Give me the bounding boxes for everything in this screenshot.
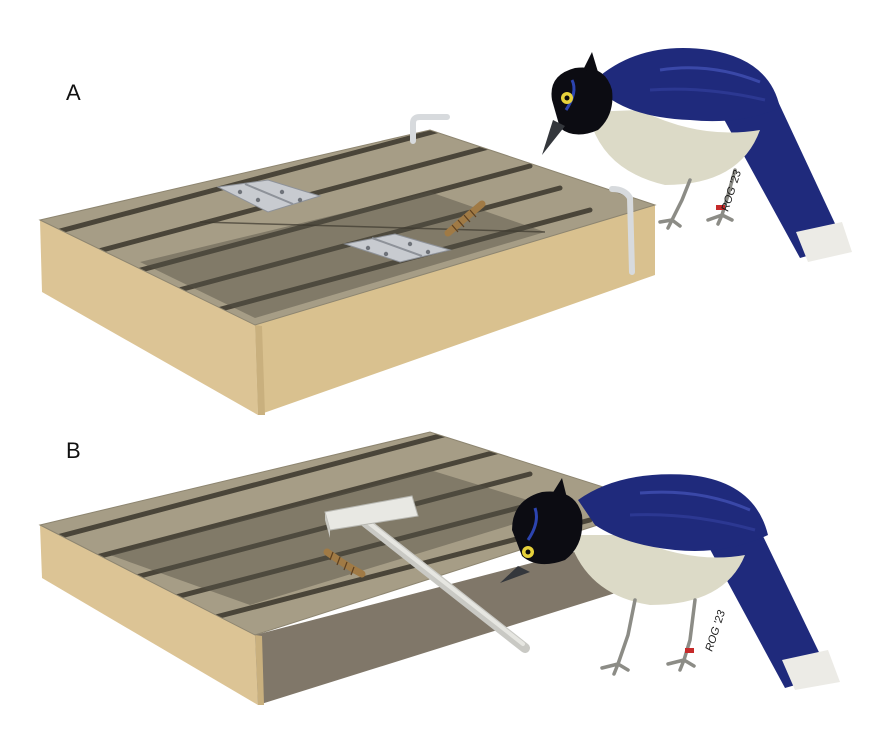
puzzle-box-b xyxy=(38,431,662,705)
artist-signature-a: ROG '23 xyxy=(719,168,744,213)
box-b-edge-shade xyxy=(255,635,264,705)
panel-label-b: B xyxy=(66,438,81,463)
jay-bird-a: ROG '23 xyxy=(542,48,852,262)
jay-a-belly xyxy=(588,110,760,185)
box-b-front-side xyxy=(255,540,625,705)
box-b-inner-pane xyxy=(110,470,560,605)
box-a-top-glass xyxy=(40,130,655,325)
panel-label-a: A xyxy=(66,80,81,105)
mealworm-b xyxy=(323,548,366,578)
mealworm-a xyxy=(444,200,486,237)
box-a-left-side xyxy=(40,220,258,415)
jay-b-beak xyxy=(500,566,530,583)
jay-b-tail-tip xyxy=(782,650,840,690)
artist-signature-b: ROG '23 xyxy=(703,608,728,653)
hinge-a-1 xyxy=(216,179,322,213)
jay-a-wing xyxy=(595,48,780,122)
box-a-front-side xyxy=(255,205,655,415)
jay-b-wing xyxy=(578,474,768,551)
jay-bird-b: ROG '23 xyxy=(500,474,840,690)
jay-b-head xyxy=(512,491,583,565)
stick-tool-b xyxy=(324,495,530,653)
box-a-edge-shade xyxy=(255,325,265,415)
jay-a-head xyxy=(551,67,613,135)
box-a-lid-seam xyxy=(199,221,546,233)
hinge-a-2 xyxy=(343,233,452,263)
pin-a-top xyxy=(410,114,450,144)
jay-a-beak xyxy=(542,120,565,155)
box-b-left-side xyxy=(40,525,258,705)
pin-a-side xyxy=(609,186,635,275)
box-a-inner-pane xyxy=(140,192,545,318)
jay-b-belly xyxy=(568,535,745,605)
puzzle-box-a xyxy=(38,114,657,415)
jay-a-tail-tip xyxy=(796,222,852,262)
